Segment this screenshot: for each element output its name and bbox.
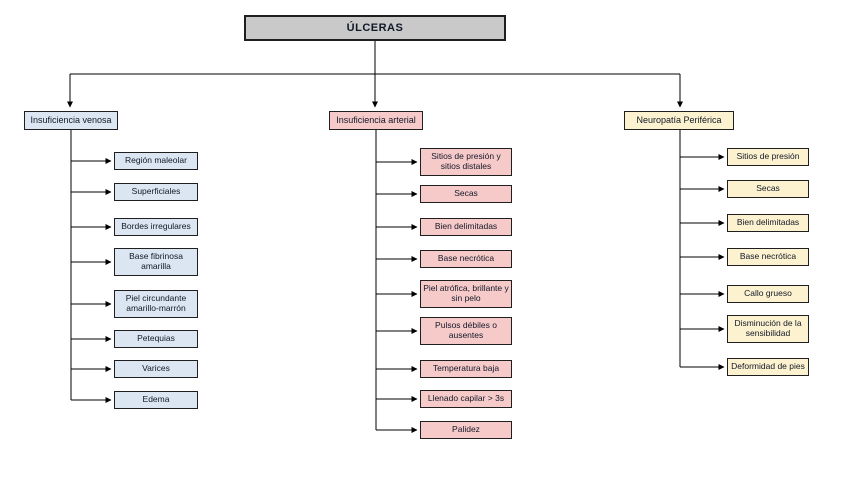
item-box: Superficiales (114, 183, 198, 201)
item-box: Llenado capilar > 3s (420, 390, 512, 408)
item-box: Piel atrófica, brillante y sin pelo (420, 280, 512, 308)
item-box: Piel circundante amarillo-marrón (114, 290, 198, 318)
item-box: Sitios de presión y sitios distales (420, 148, 512, 176)
item-box: Palidez (420, 421, 512, 439)
item-box: Deformidad de pies (727, 358, 809, 376)
item-box: Temperatura baja (420, 360, 512, 378)
item-box: Secas (727, 180, 809, 198)
root-box-ulceras: ÚLCERAS (244, 15, 506, 41)
branch-header-insuficiencia-venosa: Insuficiencia venosa (24, 111, 118, 130)
item-box: Base fibrinosa amarilla (114, 248, 198, 276)
item-box: Bien delimitadas (420, 218, 512, 236)
item-box: Callo grueso (727, 285, 809, 303)
item-box: Bordes irregulares (114, 218, 198, 236)
item-box: Bien delimitadas (727, 214, 809, 232)
item-box: Región maleolar (114, 152, 198, 170)
branch-header-neuropatia-periferica: Neuropatía Periférica (624, 111, 734, 130)
item-box: Secas (420, 185, 512, 203)
branch-header-insuficiencia-arterial: Insuficiencia arterial (329, 111, 423, 130)
item-box: Edema (114, 391, 198, 409)
item-box: Pulsos débiles o ausentes (420, 317, 512, 345)
item-box: Disminución de la sensibilidad (727, 315, 809, 343)
item-box: Base necrótica (420, 250, 512, 268)
item-box: Petequias (114, 330, 198, 348)
item-box: Varices (114, 360, 198, 378)
item-box: Base necrótica (727, 248, 809, 266)
item-box: Sitios de presión (727, 148, 809, 166)
